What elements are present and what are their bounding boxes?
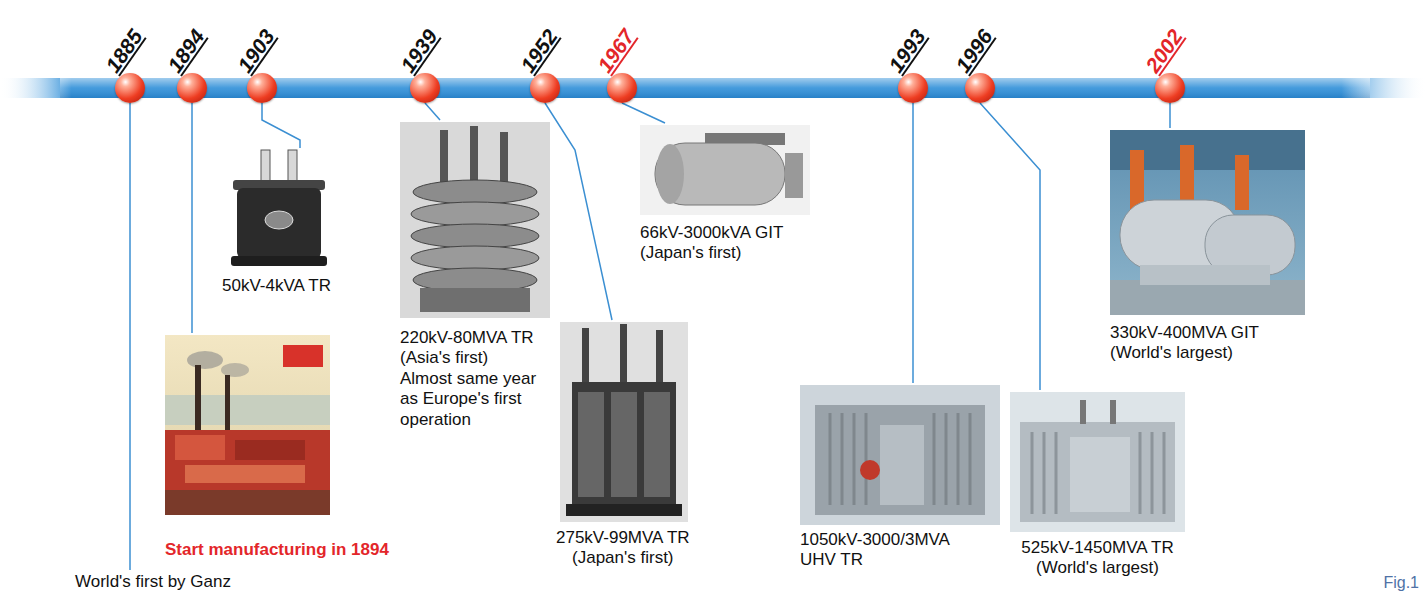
caption-text: 50kV-4kVA TR [222, 276, 332, 296]
year-label: 1993 [885, 26, 929, 76]
caption-text: 220kV-80MVA TR [400, 328, 550, 348]
transformer-1996-photo [1010, 392, 1185, 532]
caption-text: 525kV-1450MVA TR [1005, 538, 1190, 558]
year-marker: 1996 [965, 73, 995, 103]
leader-line [980, 103, 1040, 390]
caption-text: (World's largest) [1110, 343, 1305, 363]
year-marker: 1952 [530, 73, 560, 103]
caption-text: 330kV-400MVA GIT [1110, 323, 1305, 343]
leader-line [912, 103, 914, 383]
uhv-1993-photo [800, 385, 1000, 525]
year-label: 1939 [397, 26, 441, 76]
transformer-1939-photo [400, 122, 550, 318]
photo-caption: Start manufacturing in 1894 [165, 335, 389, 560]
caption-text: UHV TR [800, 550, 1000, 570]
year-marker: 1993 [898, 73, 928, 103]
git-1967-photo [640, 125, 810, 215]
year-label: 1952 [517, 26, 561, 76]
leader-line [545, 103, 612, 320]
photo-caption: 525kV-1450MVA TR(World's largest) [1005, 392, 1190, 579]
year-marker: 1967 [607, 73, 637, 103]
year-label: 1967 [594, 26, 638, 76]
caption-text: Start manufacturing in 1894 [165, 540, 389, 560]
timeline-bar [0, 78, 1427, 98]
leader-line [622, 103, 665, 123]
year-label: 1885 [102, 26, 146, 76]
leader-line [262, 103, 300, 148]
photo-caption: 220kV-80MVA TR(Asia's first)Almost same … [400, 122, 550, 430]
year-label: 1996 [952, 26, 996, 76]
caption-text: 1050kV-3000/3MVA [800, 530, 1000, 550]
git-2002-photo [1110, 130, 1305, 315]
caption-text: 66kV-3000kVA GIT [640, 223, 810, 243]
photo-caption: 50kV-4kVA TR [222, 150, 332, 296]
photo-caption: World's first by Ganz [75, 572, 231, 592]
photo-caption: 1050kV-3000/3MVAUHV TR [800, 385, 1000, 571]
caption-text: World's first by Ganz [75, 572, 231, 592]
caption-text: (Japan's first) [556, 548, 690, 568]
leader-line [129, 103, 131, 570]
year-label: 2002 [1142, 26, 1186, 76]
photo-caption: 275kV-99MVA TR(Japan's first) [556, 322, 690, 569]
caption-text: 275kV-99MVA TR [556, 528, 690, 548]
photo-caption: 330kV-400MVA GIT(World's largest) [1110, 130, 1305, 364]
caption-text: Almost same year as Europe's first opera… [400, 369, 550, 430]
leader-line [425, 103, 440, 120]
leader-line [191, 103, 193, 333]
factory-photo [165, 335, 330, 515]
year-label: 1894 [164, 26, 208, 76]
caption-text: (Asia's first) [400, 348, 550, 368]
caption-text: (Japan's first) [640, 243, 810, 263]
year-marker: 1939 [410, 73, 440, 103]
year-marker: 2002 [1155, 73, 1185, 103]
year-marker: 1894 [177, 73, 207, 103]
year-marker: 1903 [247, 73, 277, 103]
transformer-1952-photo [560, 322, 688, 522]
year-label: 1903 [234, 26, 278, 76]
year-marker: 1885 [115, 73, 145, 103]
caption-text: (World's largest) [1005, 558, 1190, 578]
photo-caption: 66kV-3000kVA GIT(Japan's first) [640, 125, 810, 264]
leader-line [1169, 103, 1171, 128]
figure-label: Fig.1 [1383, 574, 1419, 592]
transformer-1903-photo [231, 150, 327, 266]
